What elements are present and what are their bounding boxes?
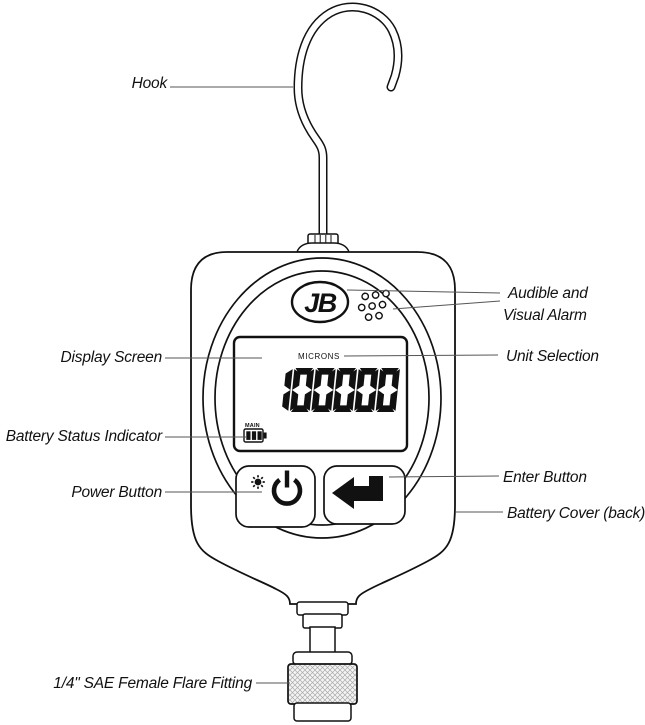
face-inner-ring [214,270,430,526]
leader-alarm-logo [346,289,501,294]
flare-fitting-nut [287,663,358,705]
hook-mount-flange [295,242,351,253]
label-flare-fitting: 1/4" SAE Female Flare Fitting [53,675,252,692]
unit-text: MICRONS [298,352,340,361]
fitting-collar-wide [296,601,349,616]
brand-text: JB [304,288,337,318]
label-battery-cover: Battery Cover (back) [507,505,645,522]
face-outer-ring [202,257,442,539]
power-icon [271,470,303,506]
fitting-stem [309,626,336,654]
label-battery-status: Battery Status Indicator [6,428,163,445]
speaker-holes-icon [357,289,390,322]
fitting-bottom [293,702,352,722]
leader-lines [165,86,503,684]
hook-icon [293,2,403,253]
battery-main-label: MAIN [245,423,260,429]
label-power-button: Power Button [71,484,162,501]
fitting-collar-narrow [302,613,343,629]
label-enter-button: Enter Button [503,469,587,486]
fitting-cap [292,651,353,666]
label-alarm-line1: Audible and [507,285,589,302]
jb-logo: JB [290,280,350,324]
label-hook: Hook [132,75,169,92]
label-unit-selection: Unit Selection [506,348,599,365]
leader-unit-selection [343,354,499,357]
lcd-reading [282,368,400,413]
battery-icon: MAIN [243,423,267,443]
label-display-screen: Display Screen [61,349,162,366]
enter-icon [332,476,383,509]
display-screen [232,335,409,453]
fitting-stack [287,601,358,722]
backlight-icon [251,475,265,489]
label-alarm-line2: Visual Alarm [503,307,587,324]
leader-enter-button [388,475,500,478]
leader-alarm-speaker [392,300,501,310]
